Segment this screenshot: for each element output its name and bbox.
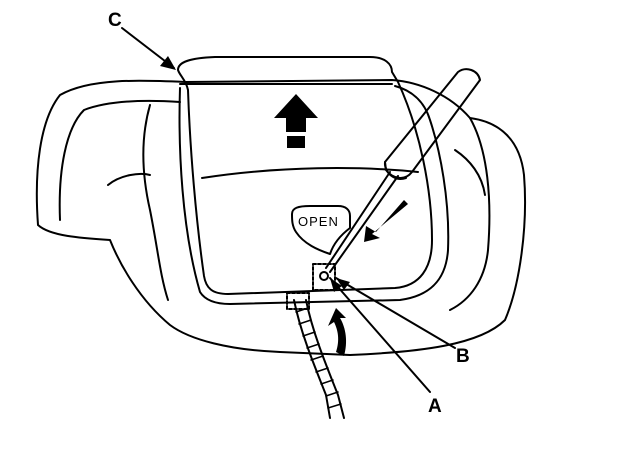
cover-recess <box>180 86 449 304</box>
outer-panel-outline <box>37 80 525 355</box>
up-arrow <box>274 94 318 132</box>
wire-harness-wrap <box>296 308 341 408</box>
lift-arrow <box>328 308 346 356</box>
callout-a: A <box>428 396 442 417</box>
callout-b: B <box>456 346 470 367</box>
pry-arrow <box>364 200 408 242</box>
left-bolster-line <box>143 105 168 300</box>
tab-a-clip <box>320 272 328 280</box>
inner-panel-contour-right <box>450 118 489 310</box>
callout-c: C <box>108 10 122 31</box>
open-tag-text: OPEN <box>298 214 339 229</box>
inner-panel-contour <box>60 101 180 220</box>
right-bolster-line <box>455 150 485 195</box>
up-arrow-dash <box>287 136 305 148</box>
